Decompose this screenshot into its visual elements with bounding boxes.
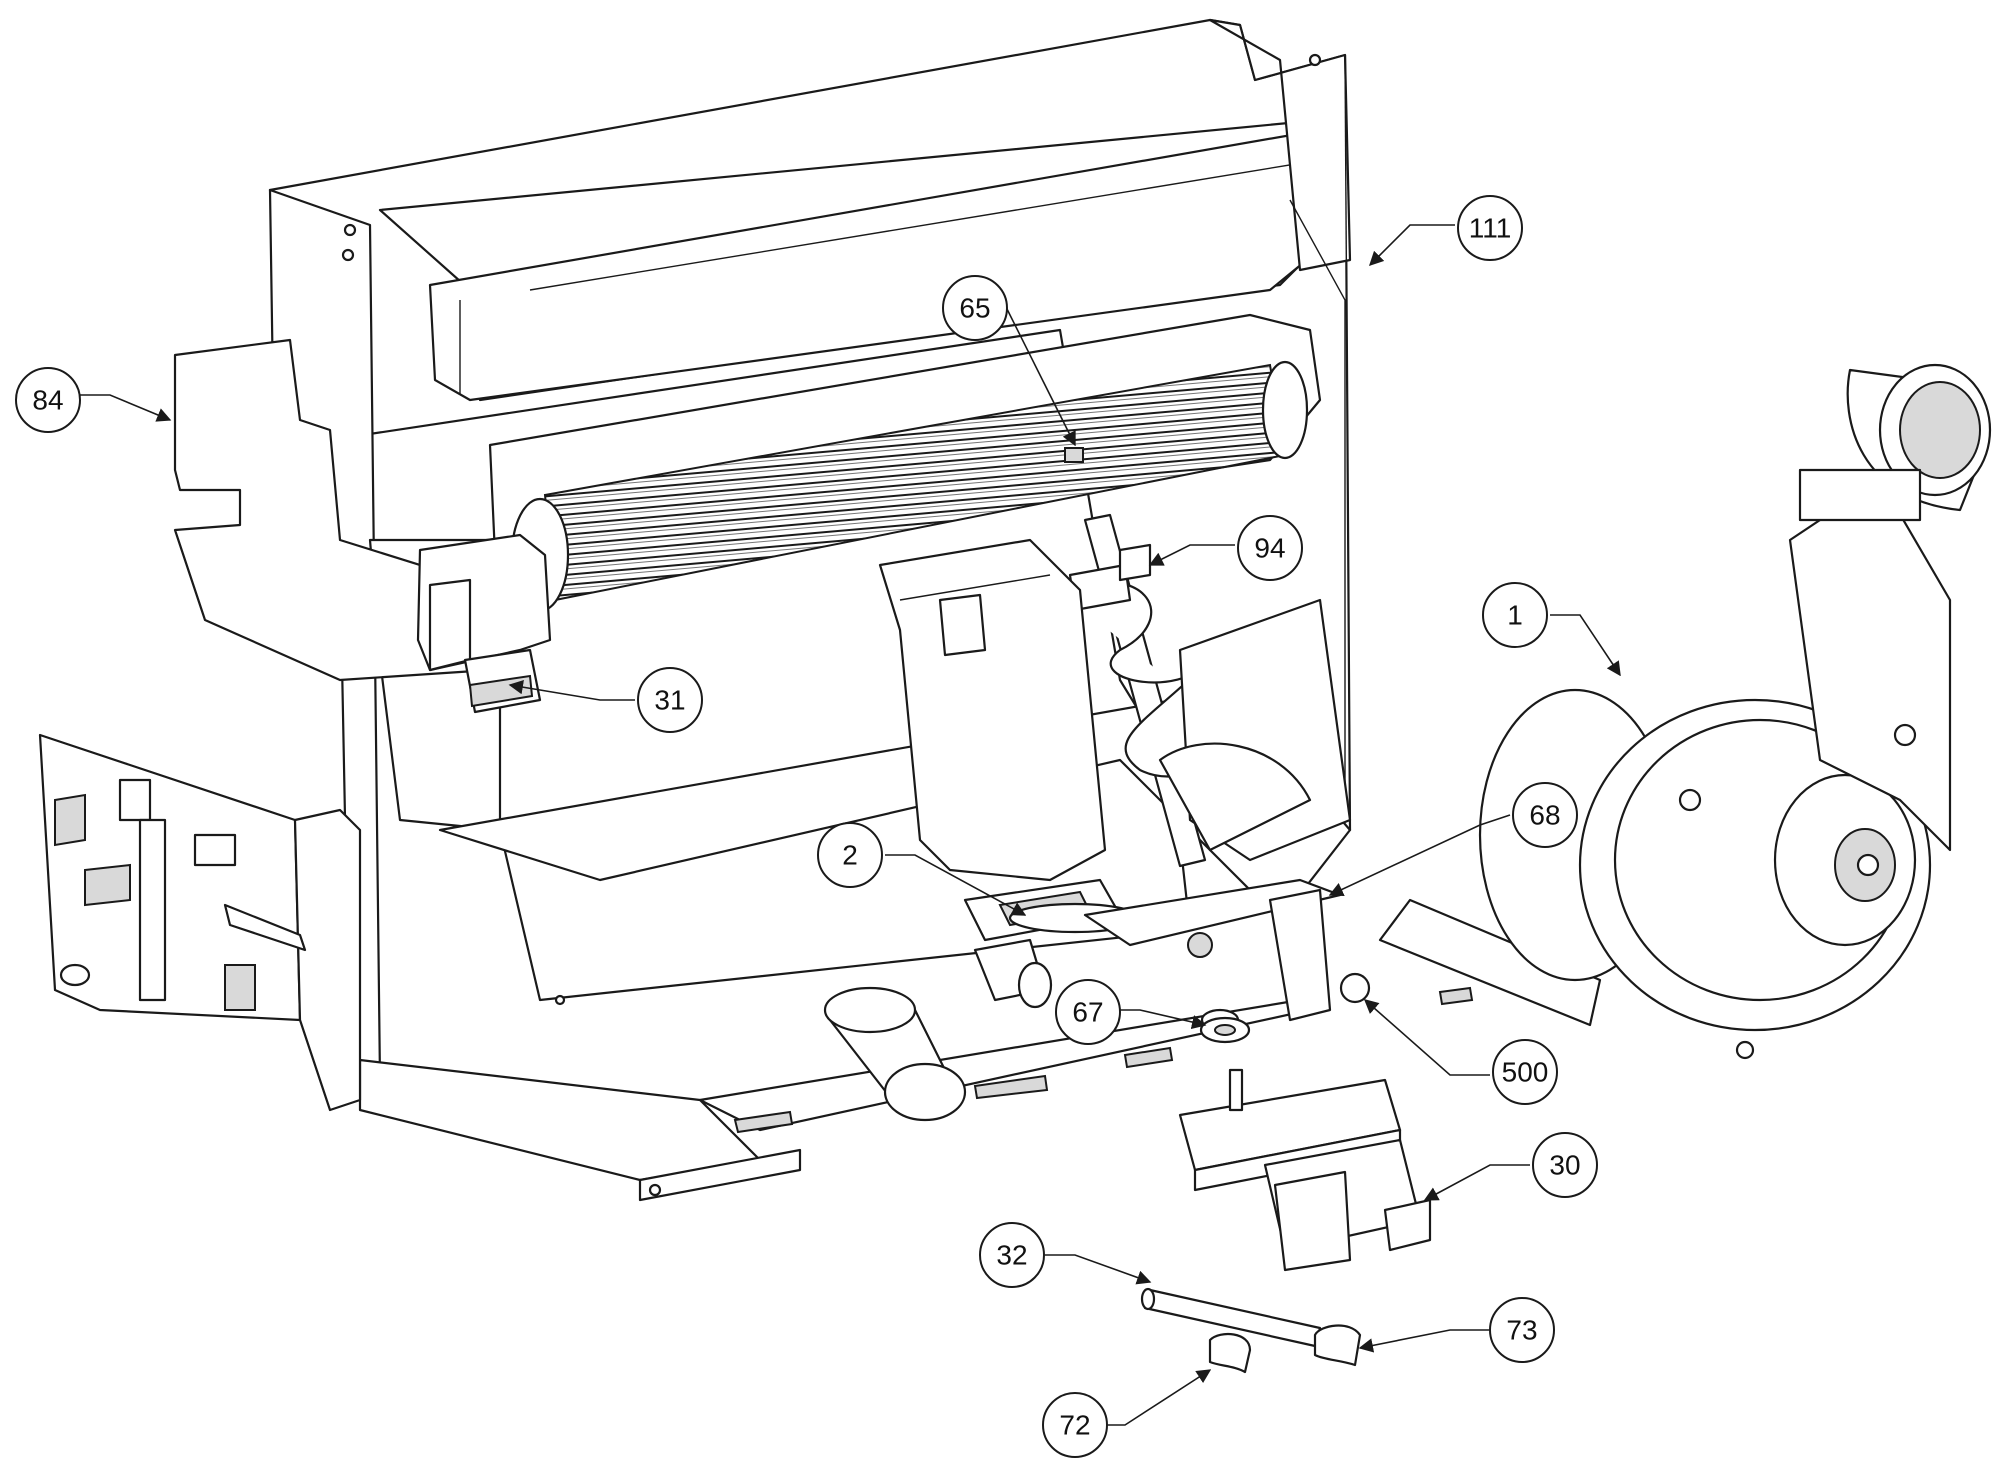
sensor-ball [1339,972,1371,1004]
callout-111: 111 [1457,195,1523,261]
callout-label-32: 32 [996,1240,1027,1271]
callout-32: 32 [979,1222,1045,1288]
callout-2: 2 [817,822,883,888]
capacitor-cylinder [823,986,967,1122]
callout-67: 67 [1055,979,1121,1045]
callout-label-73: 73 [1506,1315,1537,1346]
callout-73: 73 [1489,1297,1555,1363]
callout-label-1: 1 [1507,600,1523,631]
callout-label-65: 65 [959,293,990,324]
callout-label-67: 67 [1072,997,1103,1028]
callout-label-68: 68 [1529,800,1560,831]
grommet [1199,1016,1251,1044]
callout-label-30: 30 [1549,1150,1580,1181]
shaft-clip-73 [1313,1324,1362,1367]
callout-94: 94 [1237,515,1303,581]
callout-30: 30 [1532,1132,1598,1198]
callout-leaders [80,224,1621,1426]
callout-500: 500 [1492,1039,1558,1105]
auger-gear-motor [1178,1068,1432,1272]
callout-label-31: 31 [654,685,685,716]
callout-84: 84 [15,367,81,433]
callout-68: 68 [1512,782,1578,848]
burn-pot-plate [1083,878,1342,1022]
callout-label-111: 111 [1469,213,1512,244]
feed-chute [878,538,1352,882]
callout-label-94: 94 [1254,533,1285,564]
shaft-clip-72 [1208,1332,1252,1374]
callout-1: 1 [1482,582,1548,648]
fan-motor [416,533,552,714]
callout-72: 72 [1042,1392,1108,1458]
callout-label-500: 500 [1502,1057,1549,1088]
callout-label-2: 2 [842,840,858,871]
callout-label-72: 72 [1059,1410,1090,1441]
control-board [38,733,362,1112]
callout-31: 31 [637,667,703,733]
combustion-blower [1478,363,1992,1060]
callout-label-84: 84 [32,385,63,416]
callout-65: 65 [942,275,1008,341]
